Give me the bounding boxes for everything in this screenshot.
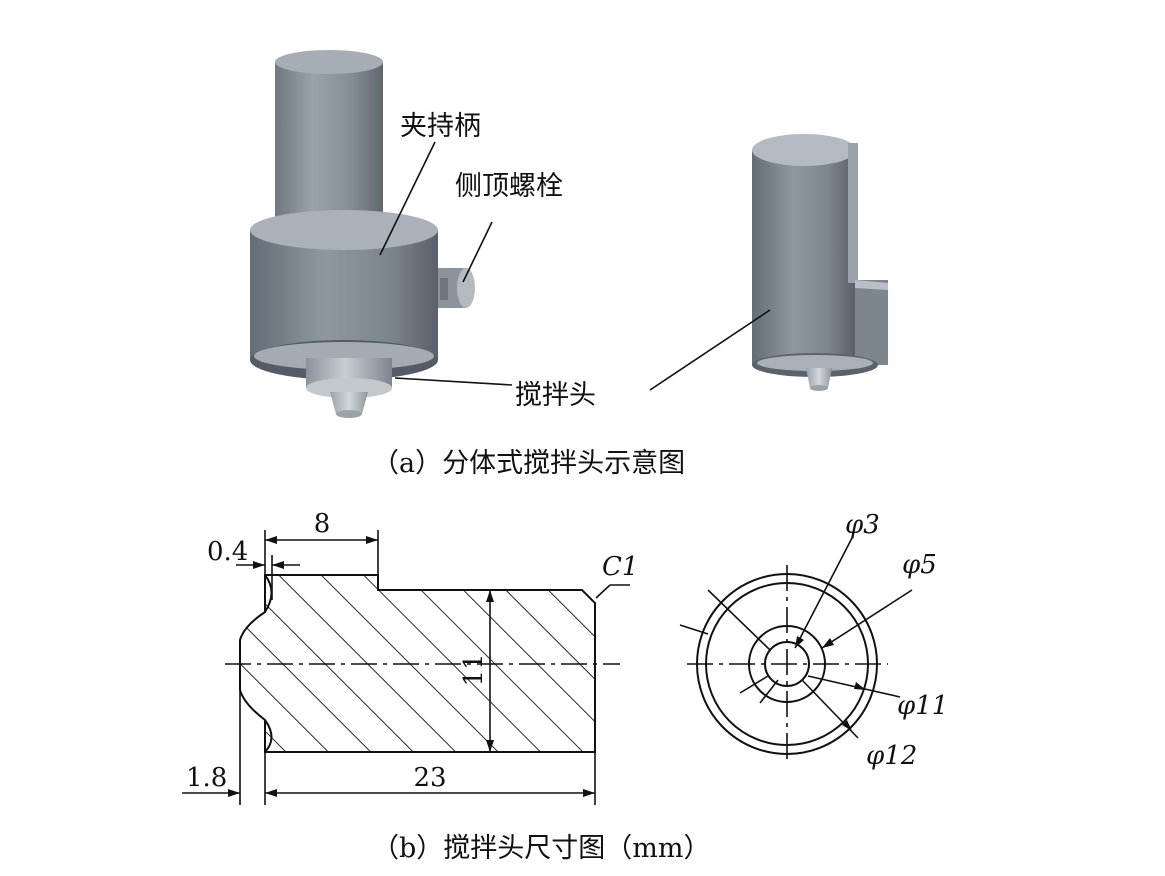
label-stir-head: 搅拌头 <box>515 380 596 411</box>
label-clamp-handle: 夹持柄 <box>400 111 481 142</box>
dim-phi11: φ11 <box>897 691 948 721</box>
caption-b: （b）搅拌头尺寸图（mm） <box>372 833 711 864</box>
section-view <box>225 574 620 753</box>
dim-c1: C1 <box>602 552 638 582</box>
stir-head-3d-right <box>752 134 888 391</box>
assembly-3d-left <box>250 50 475 418</box>
dim-8: 8 <box>314 509 331 539</box>
dim-23: 23 <box>413 763 446 793</box>
leader-lines-a <box>379 141 771 391</box>
caption-a: （a）分体式搅拌头示意图 <box>372 448 685 479</box>
dim-phi12: φ12 <box>866 741 917 771</box>
label-side-bolt: 侧顶螺栓 <box>455 171 563 202</box>
end-view <box>679 537 913 765</box>
dim-phi5: φ5 <box>902 550 937 580</box>
dim-1-8: 1.8 <box>186 763 227 793</box>
dim-0-4: 0.4 <box>207 537 248 567</box>
dim-11: 11 <box>459 653 489 686</box>
section-dimensions <box>182 530 630 805</box>
dim-phi3: φ3 <box>845 510 880 540</box>
